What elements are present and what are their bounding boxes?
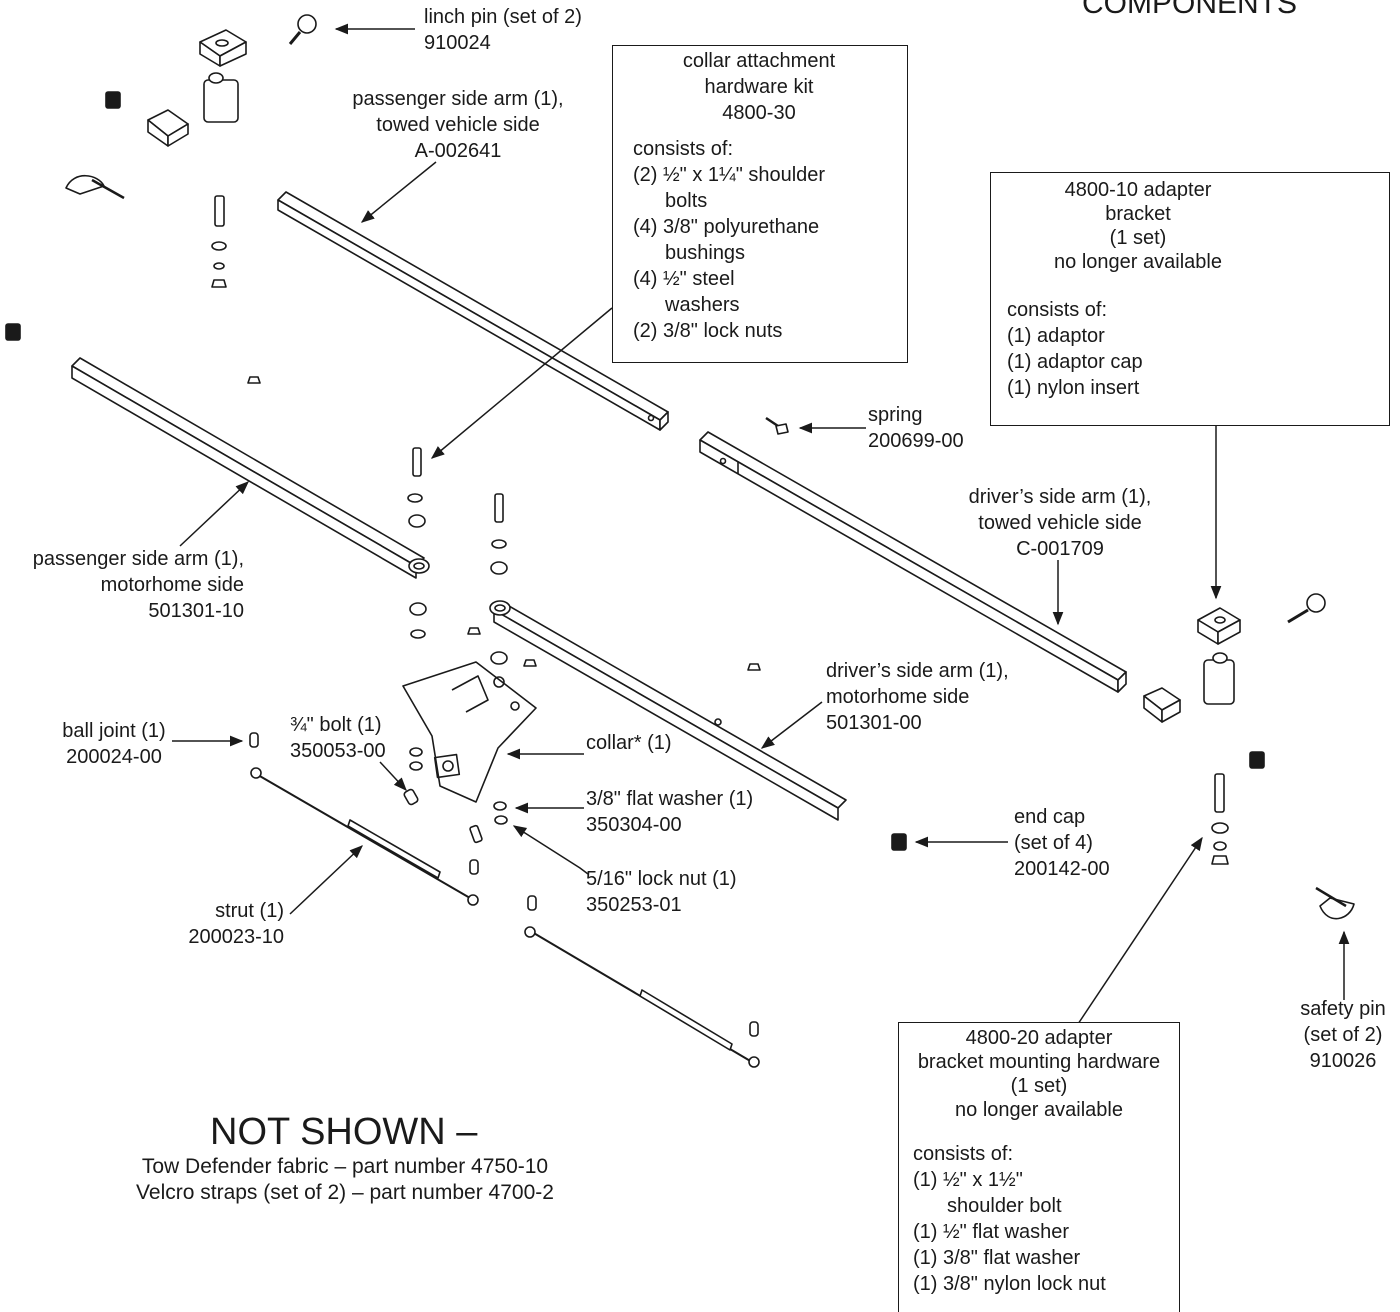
not-shown-line: Tow Defender fabric – part number 4750-1… [141,1155,549,1178]
label-strut: strut (1)200023-10 [188,900,284,948]
mounting-hardware-consists: consists of: [913,1143,1014,1165]
collar-kit-item: bushings [665,242,746,264]
collar-kit-title-line: 4800-30 [722,102,796,124]
mounting-hardware-title-line: 4800-20 adapter [965,1027,1113,1049]
label-ball-joint: ball joint (1)200024-00 [62,720,166,768]
label-linch-pin: linch pin (set of 2)910024 [424,6,582,54]
mounting-hardware-box: 4800-20 adapter bracket mounting hardwar… [898,1022,1180,1312]
safety-pin-left [65,174,125,200]
label-lock-nut: 5/16" lock nut (1)350253-01 [586,868,737,916]
mounting-hardware-item: (1) 3/8" nylon lock nut [913,1273,1106,1295]
label-passenger-towed-arm: passenger side arm (1),towed vehicle sid… [352,88,564,162]
label-end-cap: end cap(set of 4)200142-00 [1014,806,1110,880]
spring-part [765,416,789,435]
adapter-bracket-title-line: no longer available [1054,251,1222,273]
adapter-bracket-box: 4800-10 adapter bracket (1 set) no longe… [990,172,1390,426]
collar-kit-item: (4) ½" steel [633,268,735,290]
collar-kit-item: (4) 3/8" polyurethane [633,216,820,238]
adapter-bracket-title-line: bracket [1105,203,1171,225]
adapter-bracket-title-line: 4800-10 adapter [1064,179,1212,201]
collar-kit-item: bolts [665,190,708,212]
linch-pin-top [288,14,317,45]
label-collar: collar* (1) [586,732,672,754]
not-shown-heading: NOT SHOWN – [210,1111,478,1153]
adapter-top-left [147,29,247,147]
collar-kit-consists: consists of: [633,138,734,160]
leader-lines [172,23,1350,1025]
collar-kit-item: (2) 3/8" lock nuts [633,320,783,342]
adapter-right [1143,593,1326,723]
mounting-hardware-title-line: no longer available [955,1099,1123,1121]
adapter-bracket-item: (1) adaptor cap [1007,351,1143,373]
mounting-hardware-item: (1) ½" x 1½" [913,1169,1023,1191]
upper-hardware-stack [211,195,227,288]
label-drivers-towed-arm: driver’s side arm (1),towed vehicle side… [968,486,1152,560]
safety-pin-right [1315,886,1355,920]
end-caps [5,91,1265,851]
adapter-bracket-consists: consists of: [1007,299,1108,321]
collar-kit-title-line: collar attachment [682,50,836,72]
mounting-hardware-item: shoulder bolt [947,1195,1062,1217]
passenger-motorhome-arm [71,357,430,579]
center-hardware [247,376,761,844]
mounting-hardware-title-line: (1 set) [1010,1075,1068,1097]
page-title: COMPONENTS [1082,0,1298,20]
collar-kit-item: washers [665,294,740,316]
collar-plate [402,661,537,803]
collar-kit-item: (2) ½" x 1¼" shoulder [633,164,826,186]
label-bolt: ¾" bolt (1)350053-00 [290,714,386,762]
adapter-bracket-title-line: (1 set) [1109,227,1167,249]
right-hardware-stack [1211,773,1229,865]
adapter-bracket-item: (1) nylon insert [1007,377,1140,399]
mounting-hardware-title-line: bracket mounting hardware [917,1051,1161,1073]
mounting-hardware-item: (1) ½" flat washer [913,1221,1070,1243]
mounting-hardware-item: (1) 3/8" flat washer [913,1247,1081,1269]
label-flat-washer: 3/8" flat washer (1)350304-00 [586,788,754,836]
drivers-motorhome-arm [489,600,847,821]
collar-kit-box: collar attachment hardware kit 4800-30 c… [612,45,908,363]
not-shown-line: Velcro straps (set of 2) – part number 4… [136,1181,554,1204]
struts [249,732,760,1068]
passenger-towed-arm [277,191,669,431]
collar-kit-title-line: hardware kit [704,76,814,98]
drivers-towed-arm [699,431,1127,693]
adapter-bracket-item: (1) adaptor [1007,325,1105,347]
label-safety-pin: safety pin(set of 2)910026 [1300,998,1386,1072]
